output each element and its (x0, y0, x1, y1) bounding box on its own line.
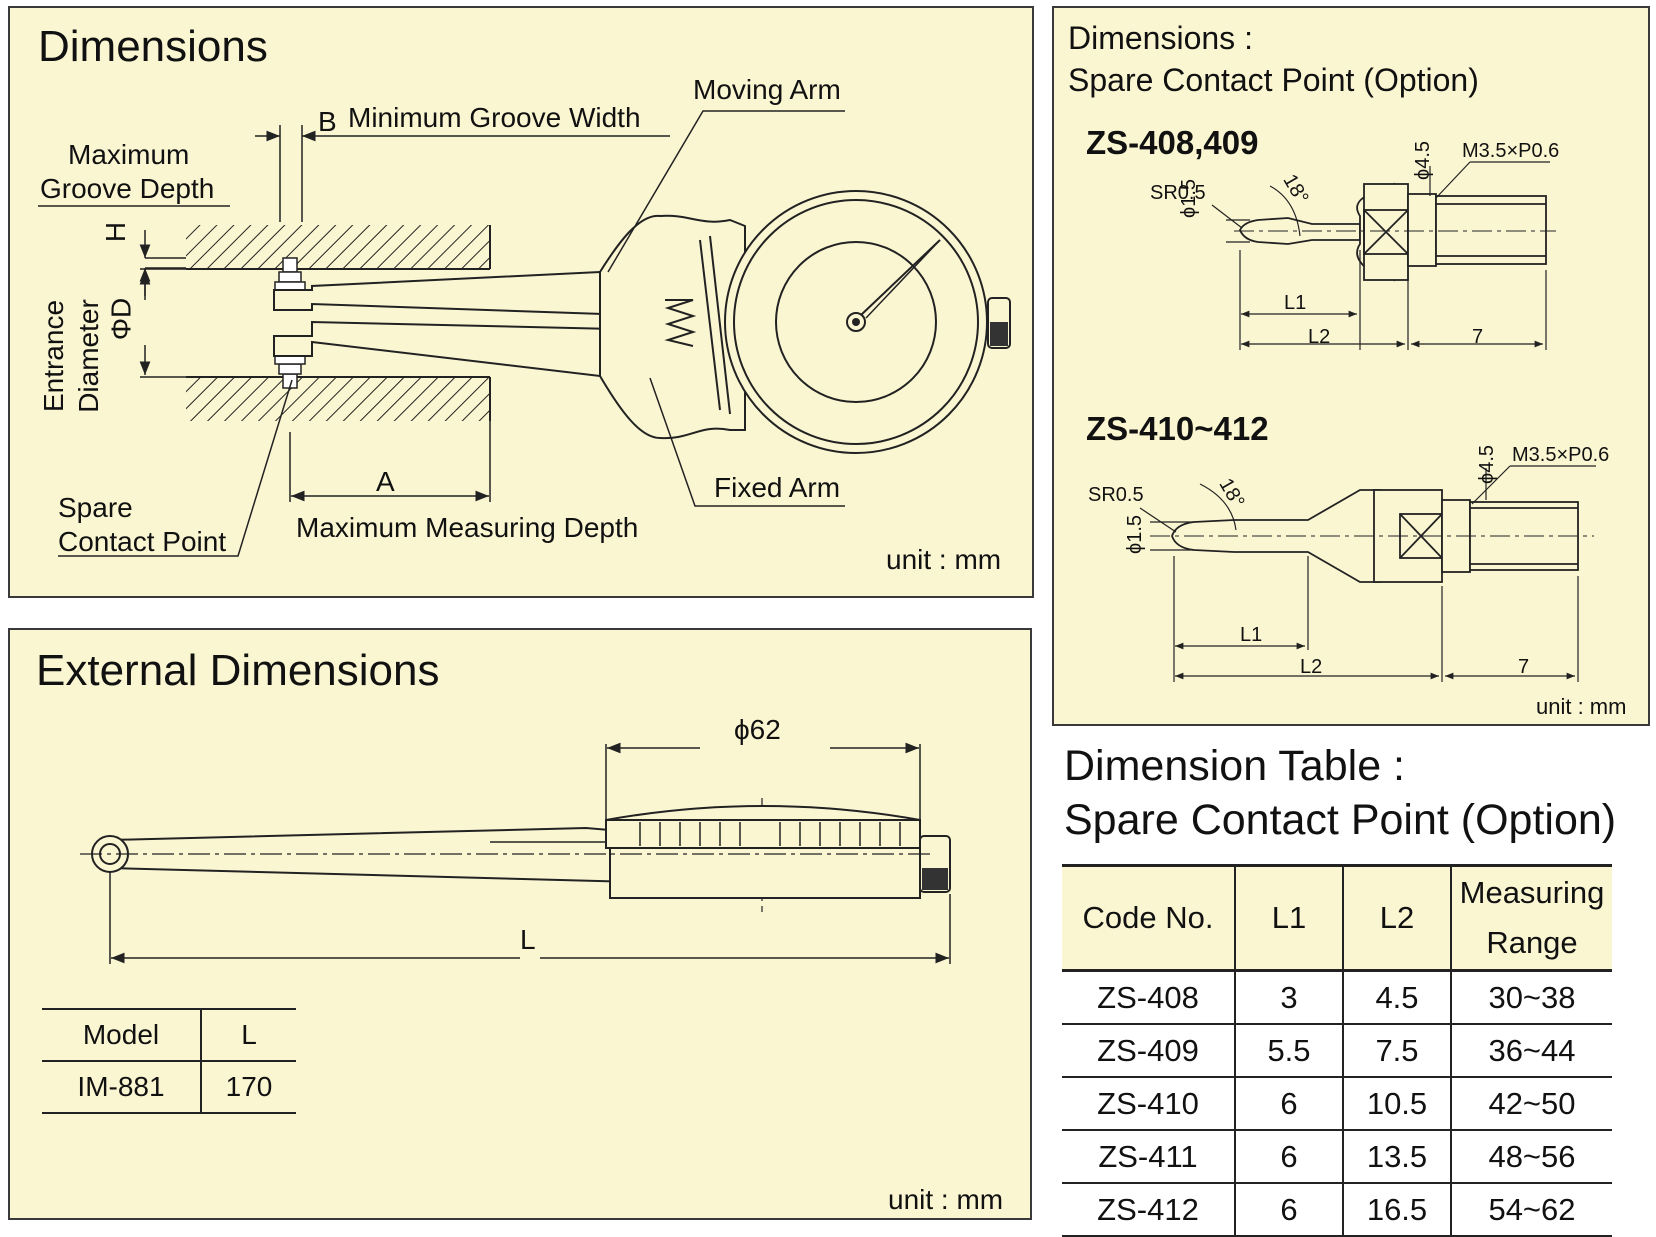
external-dimensions-title: External Dimensions (36, 646, 440, 695)
spare-panel-title-2: Spare Contact Point (Option) (1068, 62, 1479, 98)
part2-name: ZS-410~412 (1086, 410, 1269, 447)
part1-phi-tip: ϕ1.5 (1178, 178, 1200, 218)
model-table-header: L (200, 1008, 296, 1062)
part2-phi-body: ϕ4.5 (1476, 444, 1498, 484)
header-l2: L2 (1342, 864, 1451, 972)
model-table-cell: 170 (200, 1061, 296, 1114)
cell-range: 54~62 (1450, 1183, 1612, 1237)
dimension-table: Code No. L1 L2 Measuring Range ZS-408 3 … (1062, 864, 1612, 1237)
cell-l1: 5.5 (1234, 1024, 1343, 1078)
label-maximum-measuring-depth: Maximum Measuring Depth (296, 512, 639, 543)
cell-l1: 6 (1234, 1130, 1343, 1184)
dimension-table-title-2: Spare Contact Point (Option) (1064, 796, 1617, 844)
label-b: B (318, 106, 337, 137)
part2-l2: L2 (1300, 656, 1323, 678)
cell-l2: 13.5 (1342, 1130, 1451, 1184)
part1-thread: M3.5×P0.6 (1462, 140, 1560, 162)
model-table-cell: IM-881 (42, 1061, 201, 1114)
cell-code: ZS-410 (1062, 1077, 1235, 1131)
model-table-row: IM-881 170 (42, 1061, 296, 1114)
cell-range: 36~44 (1450, 1024, 1612, 1078)
label-spare: Spare (58, 492, 133, 523)
spare-panel-title-1: Dimensions : (1068, 20, 1253, 56)
cell-code: ZS-411 (1062, 1130, 1235, 1184)
contact-point-upper (274, 257, 306, 291)
cell-l2: 16.5 (1342, 1183, 1451, 1237)
model-table-header: Model (42, 1008, 201, 1062)
cell-l2: 4.5 (1342, 970, 1451, 1025)
dimension-table-header-row: Code No. L1 L2 Measuring Range (1062, 864, 1612, 972)
part1-name: ZS-408,409 (1086, 124, 1259, 161)
part2-thread: M3.5×P0.6 (1512, 444, 1610, 466)
cell-code: ZS-412 (1062, 1183, 1235, 1237)
workpiece-upper-wall (186, 225, 491, 270)
spare-unit: unit : mm (1536, 694, 1627, 719)
model-table-header-row: Model L (42, 1008, 296, 1062)
dial-indicator (724, 190, 1011, 454)
part1-l1: L1 (1284, 292, 1307, 314)
workpiece-lower-wall (186, 376, 491, 421)
cell-range: 48~56 (1450, 1130, 1612, 1184)
table-row: ZS-408 3 4.5 30~38 (1062, 970, 1612, 1025)
header-code-no: Code No. (1062, 864, 1235, 972)
part1-l2: L2 (1308, 326, 1331, 348)
part1-seven: 7 (1472, 326, 1484, 348)
label-moving-arm: Moving Arm (693, 74, 841, 105)
table-row: ZS-412 6 16.5 54~62 (1062, 1183, 1612, 1237)
dimension-table-title-1: Dimension Table : (1064, 742, 1405, 790)
bellows (664, 235, 731, 415)
label-l: L (520, 924, 536, 955)
header-l1: L1 (1234, 864, 1343, 972)
table-row: ZS-410 6 10.5 42~50 (1062, 1077, 1612, 1131)
dimensions-title: Dimensions (38, 22, 268, 71)
header-measuring-range: Measuring Range (1450, 864, 1612, 972)
cell-range: 30~38 (1450, 970, 1612, 1025)
label-phi-62: ϕ62 (734, 714, 781, 745)
cell-l2: 10.5 (1342, 1077, 1451, 1131)
spare-contact-panel (1052, 6, 1650, 726)
part2-l1: L1 (1240, 624, 1263, 646)
label-a: A (376, 466, 395, 497)
label-maximum: Maximum (68, 139, 190, 170)
bezel-knurl (639, 822, 901, 846)
part2-seven: 7 (1518, 656, 1530, 678)
part2-phi-tip: ϕ1.5 (1124, 514, 1146, 554)
part1-drawing (1239, 182, 1547, 282)
label-contact-point: Contact Point (58, 526, 227, 557)
cell-l2: 7.5 (1342, 1024, 1451, 1078)
cell-l1: 6 (1234, 1077, 1343, 1131)
model-table: Model L IM-881 170 (42, 1008, 296, 1114)
table-row: ZS-409 5.5 7.5 36~44 (1062, 1024, 1612, 1078)
label-minimum-groove-width: Minimum Groove Width (348, 102, 641, 133)
dimensions-unit: unit : mm (886, 544, 1002, 575)
gauge-body (599, 214, 746, 440)
part2-sr: SR0.5 (1088, 484, 1144, 506)
part1-sr: SR0.5 (1150, 182, 1206, 204)
cell-l1: 3 (1234, 970, 1343, 1025)
cell-l1: 6 (1234, 1183, 1343, 1237)
cell-code: ZS-409 (1062, 1024, 1235, 1078)
contact-point-lower (274, 355, 306, 389)
part1-phi-body: ϕ4.5 (1412, 140, 1434, 180)
external-dimensions-panel (8, 628, 1032, 1220)
cell-code: ZS-408 (1062, 970, 1235, 1025)
label-fixed-arm: Fixed Arm (714, 472, 841, 503)
label-groove-depth: Groove Depth (40, 173, 215, 204)
table-row: ZS-411 6 13.5 48~56 (1062, 1130, 1612, 1184)
cell-range: 42~50 (1450, 1077, 1612, 1131)
external-unit: unit : mm (888, 1184, 1004, 1215)
